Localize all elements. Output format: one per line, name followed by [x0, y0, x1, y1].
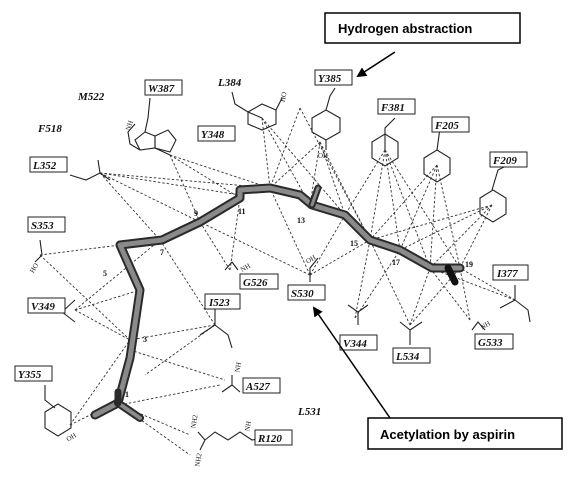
residue-r120: R120 [254, 429, 293, 446]
label-ho-y348: HO [279, 91, 289, 102]
atom-num-1: 1 [125, 390, 129, 399]
svg-text:Y355: Y355 [18, 369, 42, 381]
residue-l531: L531 [297, 406, 321, 418]
residue-i523: I523 [204, 293, 241, 310]
atom-num-19: 19 [465, 260, 473, 269]
residue-l384: L384 [217, 77, 242, 89]
svg-text:V349: V349 [31, 301, 55, 313]
callout-acetylation: Acetylation by aspirin [312, 306, 563, 450]
svg-text:Acetylation by aspirin: Acetylation by aspirin [380, 427, 515, 442]
residue-y355: Y355 [14, 365, 53, 382]
svg-text:I377: I377 [496, 268, 518, 280]
label-nh-r120: NH [243, 420, 253, 431]
svg-text:Y348: Y348 [201, 129, 225, 141]
residue-i377: I377 [492, 264, 529, 281]
residue-y385: Y385 [314, 69, 353, 86]
svg-text:Hydrogen abstraction: Hydrogen abstraction [338, 21, 472, 36]
residue-v349: V349 [27, 297, 66, 314]
label-oh-y385: OH [318, 152, 328, 160]
atom-labels: HO OH NH HO NH OH NH NH OH NH NH2 NH2 [28, 91, 492, 467]
svg-text:V344: V344 [343, 338, 367, 350]
side-chains [34, 87, 531, 451]
callout-hydrogen-abstraction: Hydrogen abstraction [324, 12, 521, 78]
label-nh2-r120: NH2 [189, 414, 199, 429]
residue-f518: F518 [37, 123, 62, 135]
residue-l352: L352 [29, 156, 68, 173]
residue-s530: S530 [287, 284, 326, 301]
label-nh-w387: NH [124, 119, 135, 131]
residue-s353: S353 [27, 216, 66, 233]
svg-text:F205: F205 [434, 120, 459, 132]
residue-y348: Y348 [197, 125, 236, 142]
svg-text:W387: W387 [148, 83, 175, 95]
svg-text:I523: I523 [208, 297, 230, 309]
svg-text:L534: L534 [395, 351, 420, 363]
residue-f205: F205 [431, 116, 470, 133]
interaction-lines [39, 107, 516, 456]
residue-a527: A527 [242, 377, 281, 394]
fatty-acid-chain [90, 183, 465, 422]
atom-num-17: 17 [392, 258, 400, 267]
residue-f381: F381 [377, 98, 416, 115]
atom-num-11: 11 [238, 207, 246, 216]
svg-text:R120: R120 [257, 433, 282, 445]
svg-text:S353: S353 [31, 220, 54, 232]
residue-labels: W387 M522 L384 Y385 F518 Y348 F381 F205 … [14, 69, 529, 446]
svg-text:G533: G533 [478, 337, 503, 349]
label-oh-y355: OH [65, 431, 78, 443]
label-nh-g526: NH [239, 262, 252, 274]
residue-m522: M522 [77, 91, 105, 103]
svg-text:F209: F209 [492, 155, 517, 167]
svg-text:S530: S530 [291, 288, 314, 300]
atom-num-5: 5 [103, 269, 107, 278]
atom-num-3: 3 [143, 335, 147, 344]
label-nh-a527: NH [233, 362, 243, 373]
svg-text:Y385: Y385 [318, 73, 342, 85]
svg-text:L352: L352 [32, 160, 57, 172]
label-oh-s530: OH [305, 253, 318, 265]
atom-num-9: 9 [194, 209, 198, 218]
atom-num-15: 15 [350, 239, 358, 248]
residue-l534: L534 [392, 347, 431, 364]
residue-f209: F209 [489, 151, 528, 168]
atom-num-13: 13 [297, 216, 305, 225]
svg-text:A527: A527 [245, 381, 270, 393]
residue-v344: V344 [339, 334, 378, 351]
svg-text:G526: G526 [243, 277, 268, 289]
atom-num-7: 7 [160, 248, 164, 257]
svg-text:F381: F381 [380, 102, 405, 114]
residue-g526: G526 [239, 273, 279, 290]
label-nh2b-r120: NH2 [193, 452, 203, 467]
residue-w387: W387 [144, 79, 183, 96]
residue-g533: G533 [474, 333, 514, 350]
chain-atom-numbers: 1 3 5 7 9 11 13 15 17 19 [103, 207, 473, 399]
label-nh-g533: NH [479, 319, 492, 331]
label-ho-s353: HO [28, 262, 40, 275]
